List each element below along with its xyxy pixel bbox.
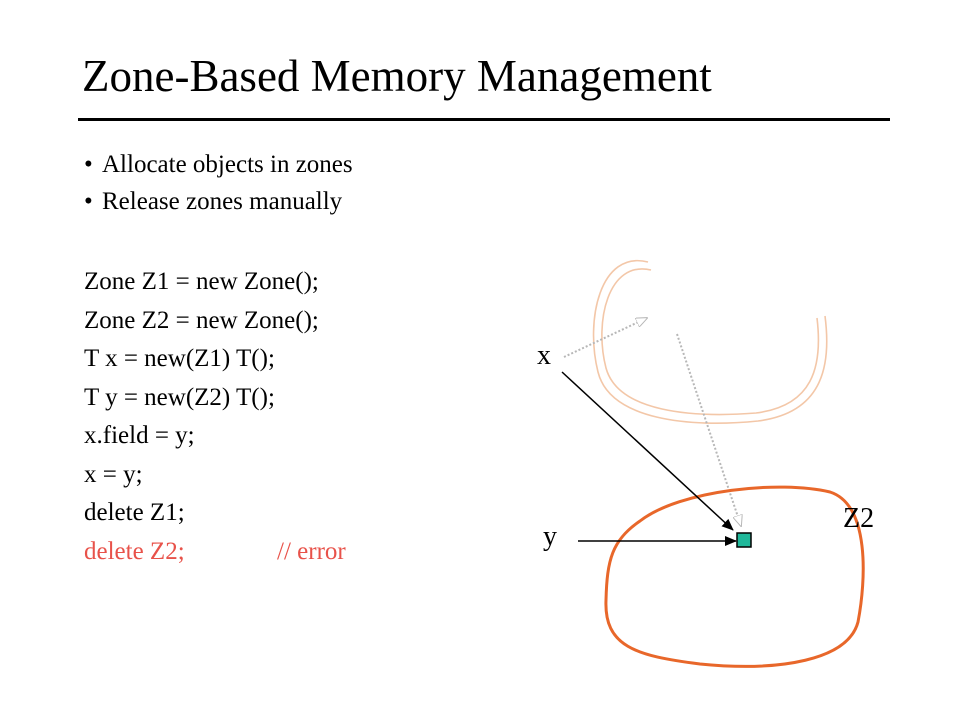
faded-pointer-x-to-z1 (563, 318, 647, 358)
bullet-list: • Allocate objects in zones • Release zone… (84, 146, 353, 220)
code-line: x = y; (84, 460, 143, 488)
label-x: x (537, 340, 551, 371)
code-line: Zone Z1 = new Zone(); (84, 268, 319, 295)
pointer-x-to-object (561, 371, 734, 531)
bullet-text: Allocate objects in zones (102, 151, 353, 178)
code-comment: // error (277, 537, 346, 565)
code-line: x.field = y; (84, 422, 195, 449)
code-line: delete Z1; (84, 499, 185, 526)
code-line-error: delete Z2; // error (84, 533, 346, 572)
object-in-z2 (736, 532, 752, 548)
faded-pointer-field-to-object (676, 333, 741, 526)
bullet-text: Release zones manually (102, 188, 343, 215)
zone-z1-outline-faded (592, 259, 828, 424)
code-line: Zone Z2 = new Zone(); (84, 306, 319, 334)
bullet-item: • Allocate objects in zones (84, 146, 353, 183)
bullet-marker: • (84, 188, 93, 215)
code-line: T y = new(Z2) T(); (84, 383, 275, 411)
code-statement: delete Z2; (84, 537, 185, 565)
bullet-marker: • (84, 151, 93, 178)
bullet-item: • Release zones manually (84, 183, 353, 220)
zone-z2-outline (604, 485, 865, 668)
title-underline (78, 118, 890, 121)
label-y: y (543, 521, 557, 552)
slide-title: Zone-Based Memory Management (82, 51, 712, 101)
code-line: T x = new(Z1) T(); (84, 345, 275, 372)
code-listing: Zone Z1 = new Zone(); Zone Z2 = new Zone… (84, 263, 346, 572)
label-z2: Z2 (843, 503, 875, 534)
